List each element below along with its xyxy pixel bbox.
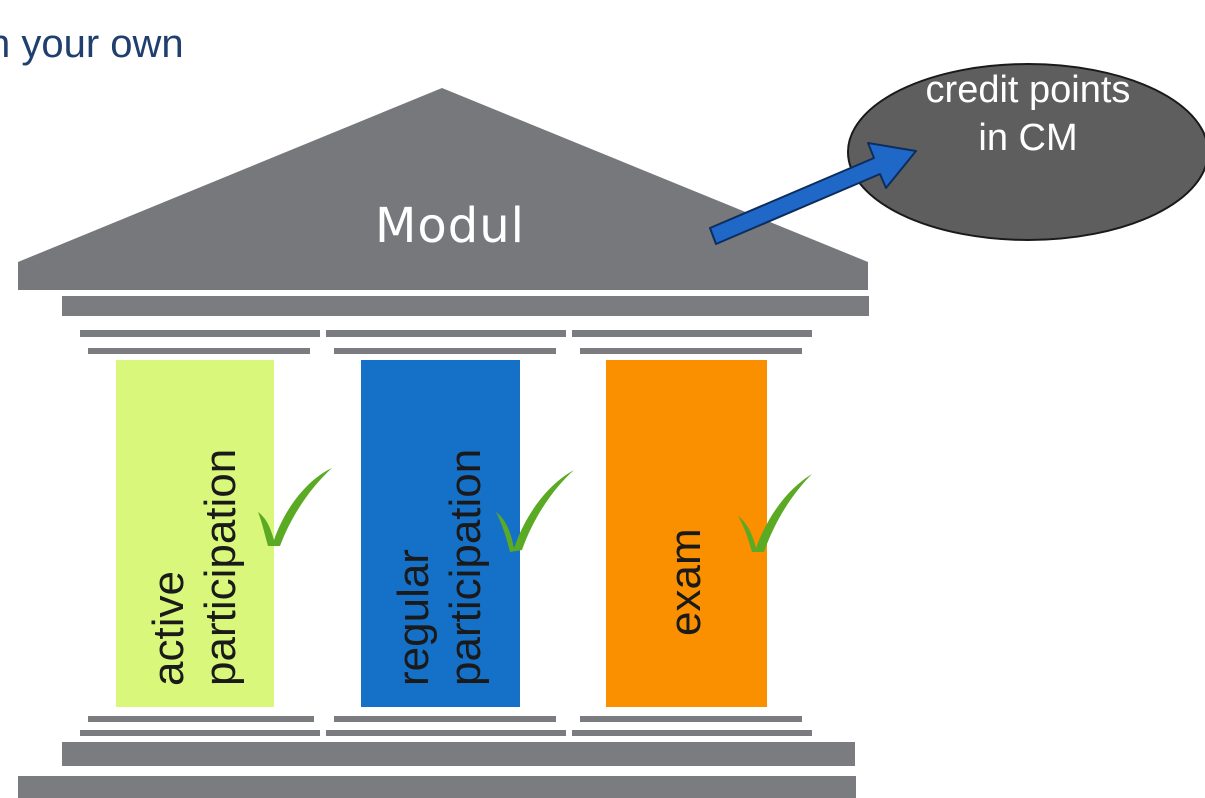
pillar-active-participation [116, 360, 274, 707]
heading-text: n your own [0, 22, 184, 66]
temple-architrave [62, 296, 869, 316]
temple-roof [18, 88, 868, 290]
base-bar-2-bottom [326, 730, 566, 736]
pillar-exam [606, 360, 767, 707]
check-icon [496, 470, 574, 552]
capital-bar-3-bottom [580, 348, 802, 354]
capital-bar-2-bottom [334, 348, 556, 354]
capital-bar-2-top [326, 330, 566, 337]
pillar-label-active: active participation [144, 448, 245, 686]
pillar-regular-participation [361, 360, 520, 707]
temple-foundation [18, 776, 856, 798]
arrow-icon [709, 142, 917, 245]
base-bar-1-top [88, 716, 314, 722]
callout-text: credit points in CM [858, 66, 1198, 162]
base-bar-3-bottom [572, 730, 812, 736]
pillar-label-regular: regular participation [389, 448, 490, 686]
pillar-label-exam: exam [661, 528, 710, 636]
capital-bar-1-top [80, 330, 320, 337]
check-icon [738, 474, 812, 552]
credit-points-bubble [847, 63, 1205, 241]
temple-stylobate [62, 742, 855, 766]
roof-label: Modul [374, 198, 525, 254]
capital-bar-1-bottom [88, 348, 310, 354]
base-bar-3-top [580, 716, 802, 722]
capital-bar-3-top [572, 330, 812, 337]
callout-line-2: in CM [978, 117, 1078, 159]
base-bar-2-top [334, 716, 556, 722]
check-icon [258, 468, 332, 546]
base-bar-1-bottom [80, 730, 320, 736]
callout-line-1: credit points [925, 69, 1131, 111]
